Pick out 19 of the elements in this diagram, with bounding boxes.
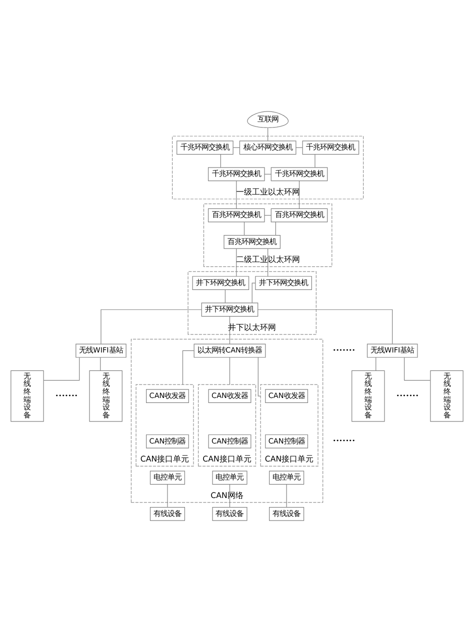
connector — [275, 221, 276, 235]
connector — [404, 356, 431, 380]
connector — [244, 221, 245, 235]
connector — [229, 316, 230, 344]
connector — [167, 484, 168, 507]
connector — [298, 180, 300, 208]
connector — [236, 248, 237, 276]
connector — [286, 484, 287, 507]
connector — [229, 356, 230, 384]
connector — [252, 282, 256, 303]
connector — [224, 288, 226, 303]
connector — [100, 356, 101, 370]
connector — [220, 154, 221, 168]
connector — [236, 180, 237, 208]
connector — [43, 356, 80, 380]
connector — [100, 308, 202, 344]
connector — [314, 154, 316, 168]
connector — [258, 308, 393, 344]
connector — [229, 484, 230, 507]
